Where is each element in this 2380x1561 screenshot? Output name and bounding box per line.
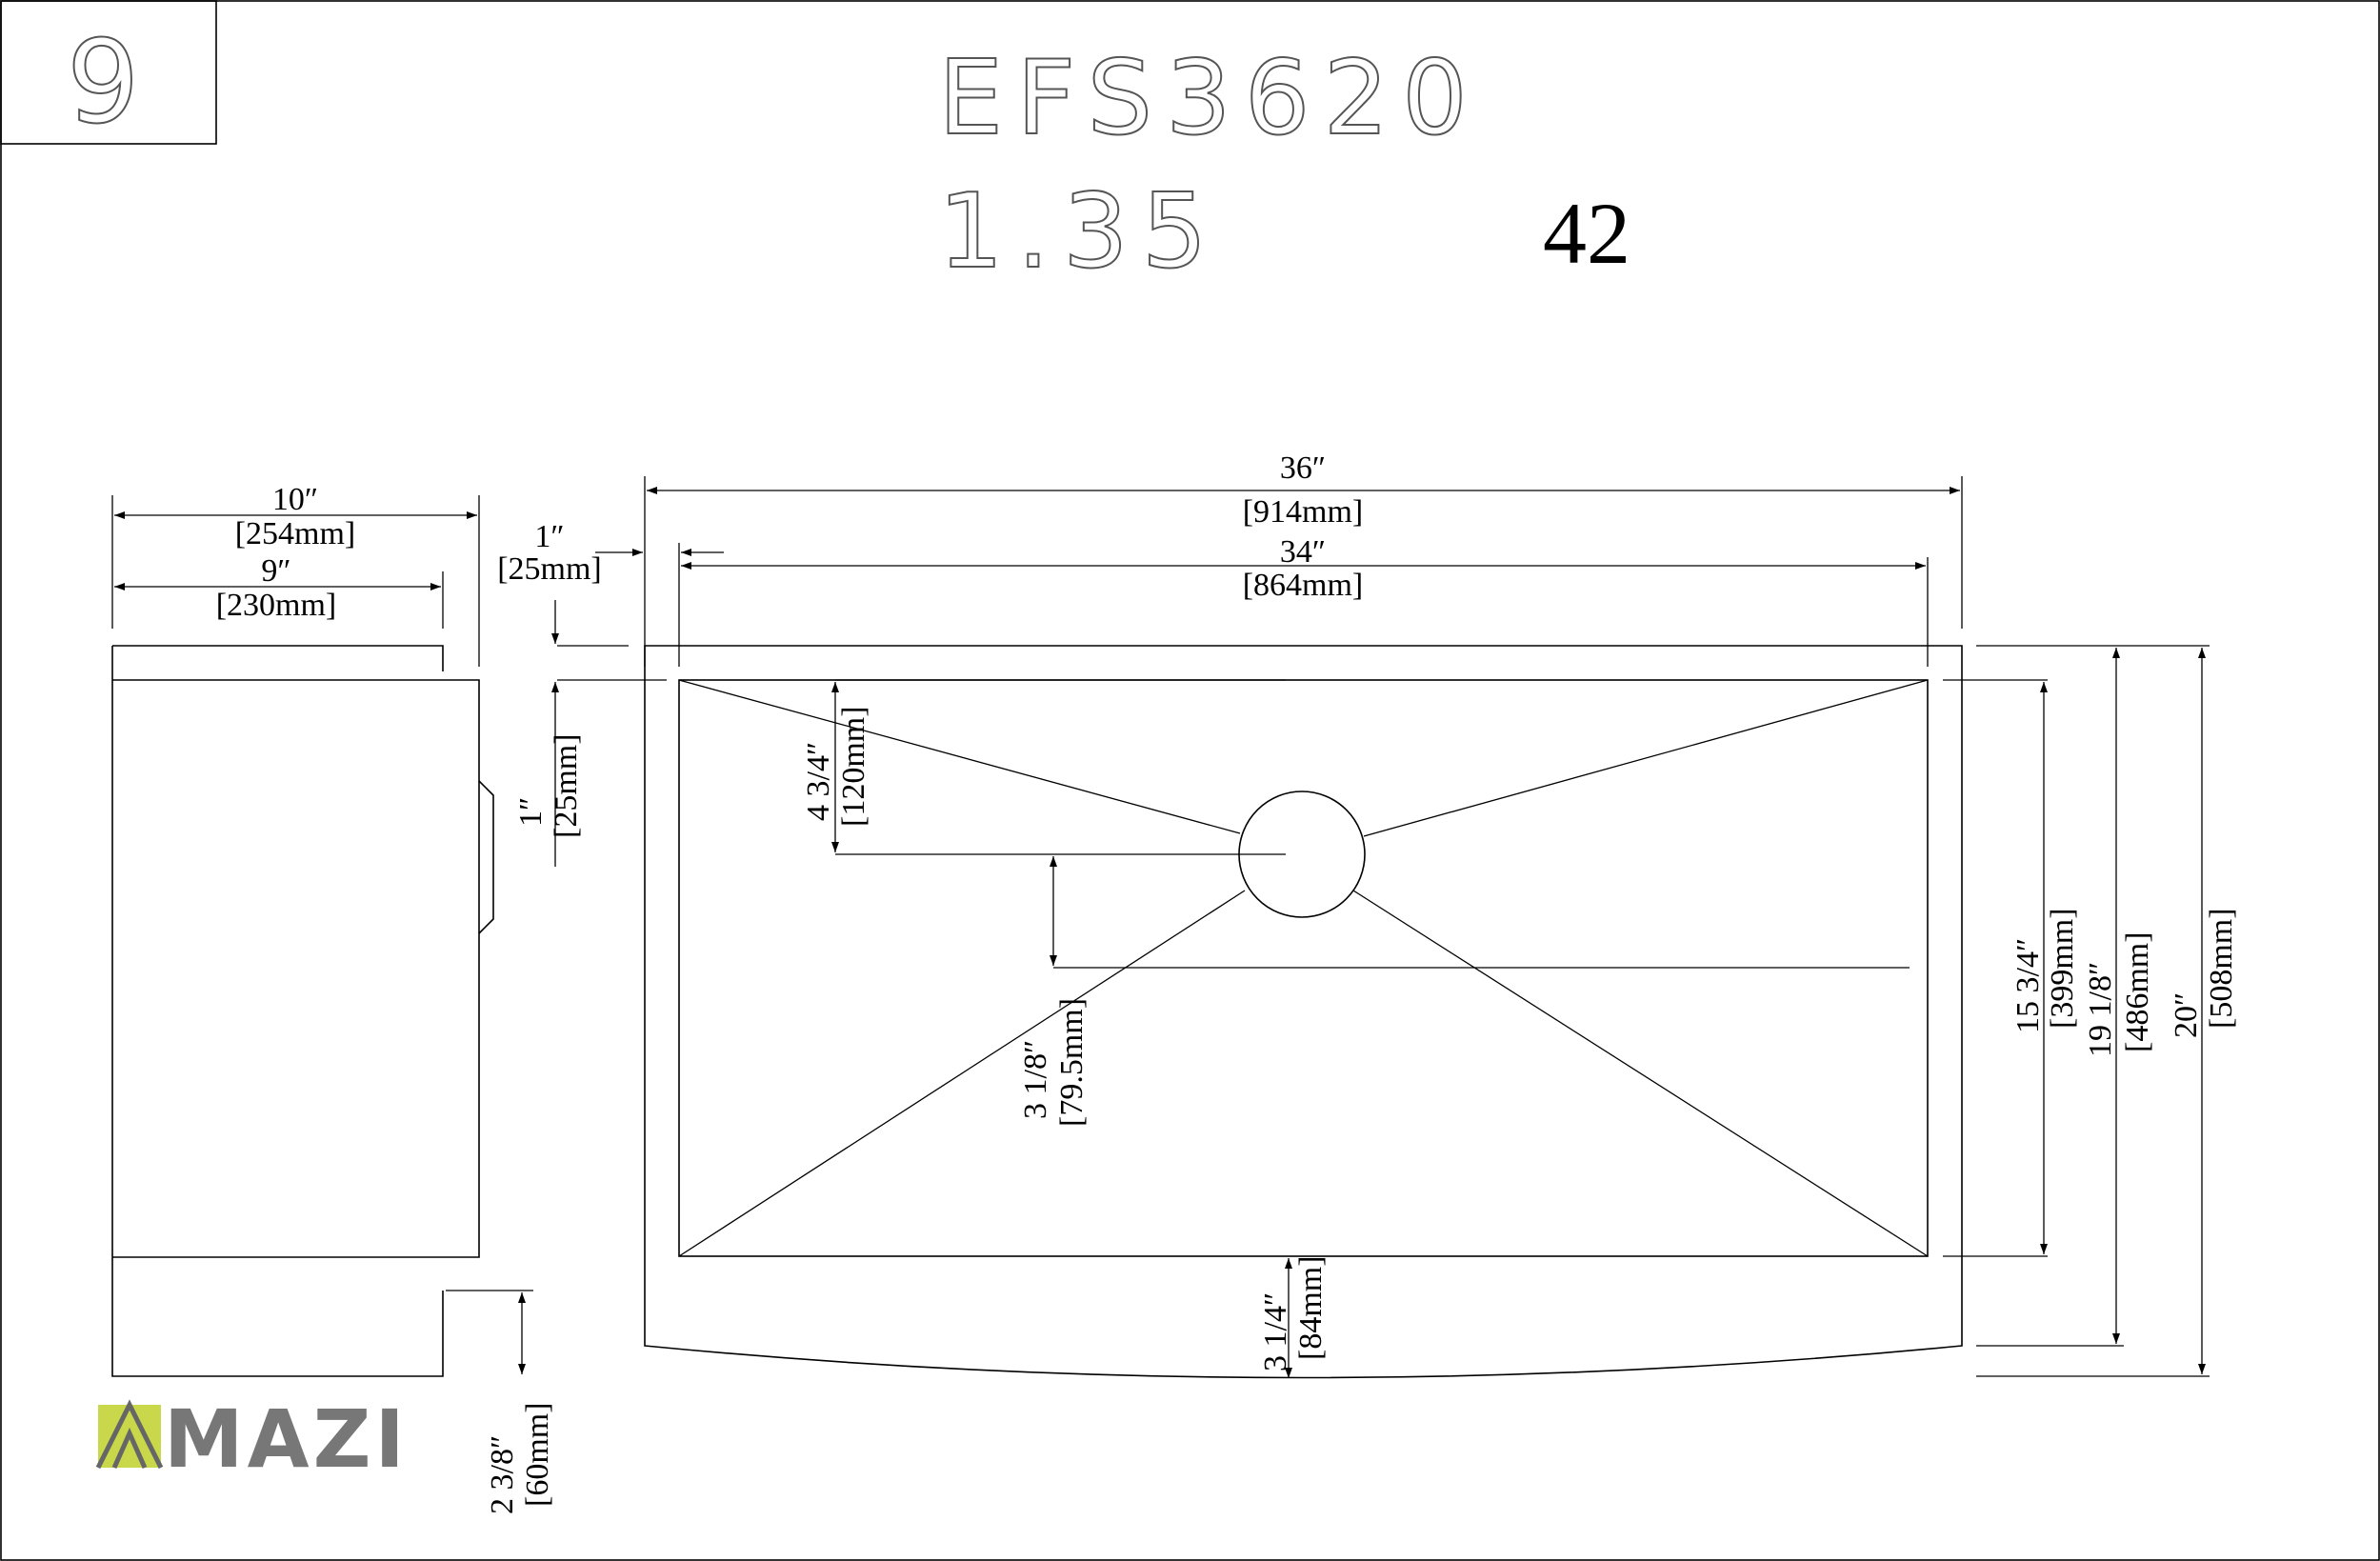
side-view-body bbox=[111, 646, 444, 1377]
dim-864mm: [864mm] bbox=[1243, 568, 1364, 603]
dim-2-3-8in: 2 3/8″ bbox=[485, 1435, 520, 1514]
gauge-value: 1.35 bbox=[938, 172, 1220, 291]
dim-10in: 10″ bbox=[272, 482, 318, 517]
dim-230mm: [230mm] bbox=[216, 588, 337, 623]
dim-3-1-8in: 3 1/8″ bbox=[1018, 1040, 1053, 1119]
dim-120mm: [120mm] bbox=[836, 706, 871, 827]
side-view-bowl bbox=[112, 679, 480, 1258]
top-view: 36″ [914mm] 34″ [864mm] 1″ [25mm] 1″ [25… bbox=[497, 450, 2239, 1379]
dim-1in-y: 1″ bbox=[513, 797, 549, 827]
dim-486mm: [486mm] bbox=[2120, 931, 2155, 1052]
dim-34in: 34″ bbox=[1280, 534, 1326, 570]
page-number-box bbox=[0, 0, 217, 145]
dim-36in: 36″ bbox=[1280, 450, 1326, 486]
dim-254mm: [254mm] bbox=[235, 516, 356, 551]
dim-25mm-x: [25mm] bbox=[497, 551, 602, 587]
side-view-lip bbox=[478, 780, 494, 934]
logo-mark-lines bbox=[95, 1399, 164, 1470]
logo-text: MAZI bbox=[164, 1392, 409, 1486]
dim-508mm: [508mm] bbox=[2204, 908, 2239, 1029]
brand-logo: MAZI bbox=[95, 1392, 409, 1486]
dim-399mm: [399mm] bbox=[2045, 908, 2080, 1029]
dim-914mm: [914mm] bbox=[1243, 494, 1364, 530]
dim-3-1-4in: 3 1/4″ bbox=[1258, 1292, 1293, 1371]
dim-25mm-y: [25mm] bbox=[549, 733, 584, 838]
model-number: EFS3620 bbox=[938, 39, 1481, 158]
page-number: 9 bbox=[67, 17, 139, 150]
code-value: 42 bbox=[1543, 185, 1630, 282]
dim-19-1-8in: 19 1/8″ bbox=[2083, 962, 2118, 1057]
side-view-rim bbox=[112, 645, 444, 671]
dim-84mm: [84mm] bbox=[1293, 1255, 1329, 1360]
dim-79-5mm: [79.5mm] bbox=[1054, 998, 1090, 1127]
dim-15-3-4in: 15 3/4″ bbox=[2010, 938, 2046, 1033]
dim-1in-x: 1″ bbox=[534, 519, 564, 554]
dim-4-3-4in: 4 3/4″ bbox=[801, 742, 836, 821]
dim-9in: 9″ bbox=[261, 553, 290, 589]
bowl-outline bbox=[678, 679, 1929, 1257]
side-view: 10″ [254mm] 9″ [230mm] 2 3/8″ [60mm] bbox=[111, 482, 555, 1514]
outer-rim bbox=[644, 645, 1963, 1379]
dim-20in: 20″ bbox=[2169, 992, 2204, 1038]
dim-60mm: [60mm] bbox=[520, 1402, 555, 1507]
